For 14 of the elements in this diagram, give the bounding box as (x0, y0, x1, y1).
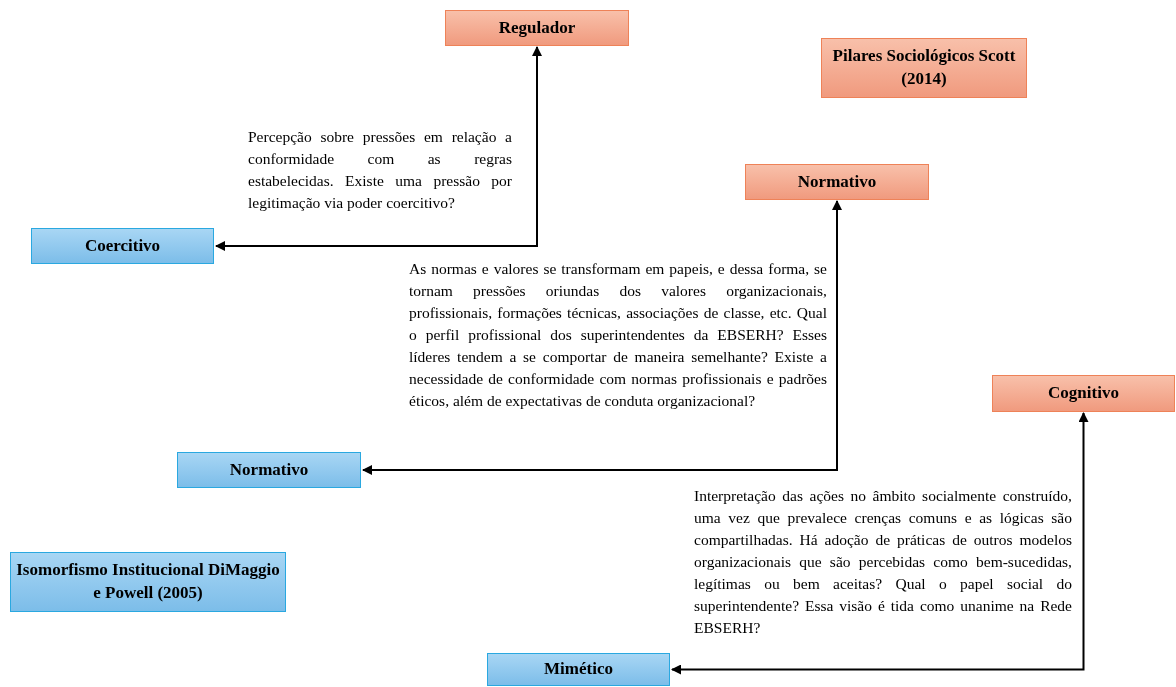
label-box: Regulador (445, 10, 629, 46)
edge-label: Interpretação das ações no âmbito socialmente construído, uma vez que prevalece crenças comuns e as lógicas são compartilhadas. Há adoção de práticas de outros modelos organizacionais que são percebidas como bem-sucedidas, legítimas ou bem aceitas? Qual o papel social do superintendente? Essa visão é tida como unanime na Rede EBSERH? (694, 486, 1072, 638)
elbow-arrow (215, 46, 542, 251)
label-box: Normativo (745, 164, 929, 200)
label-box: Coercitivo (31, 228, 214, 264)
label-box: Cognitivo (992, 375, 1175, 412)
elbow-arrow (671, 412, 1089, 675)
elbow-arrow (362, 200, 842, 475)
label-box: Mimético (487, 653, 670, 686)
label-box: Normativo (177, 452, 361, 488)
label-box: Pilares Sociológicos Scott (2014) (821, 38, 1027, 98)
edge-label: As normas e valores se transformam em papeis, e dessa forma, se tornam pressões oriundas dos valores organizacionais, profissionais, formações técnicas, associações de classe, etc. Qual o perfil profissional dos superintendentes da EBSERH? Esses líderes tendem a se comportar de maneira semelhante? Existe a necessidade de conformidade com normas profissionais e padrões éticos, além de expectativas de conduta organizacional? (409, 259, 827, 411)
label-box: Isomorfismo Institucional DiMaggio e Powell (2005) (10, 552, 286, 612)
edge-label: Percepção sobre pressões em relação a conformidade com as regras estabelecidas. Existe uma pressão por legitimação via poder coercitivo? (248, 127, 512, 213)
